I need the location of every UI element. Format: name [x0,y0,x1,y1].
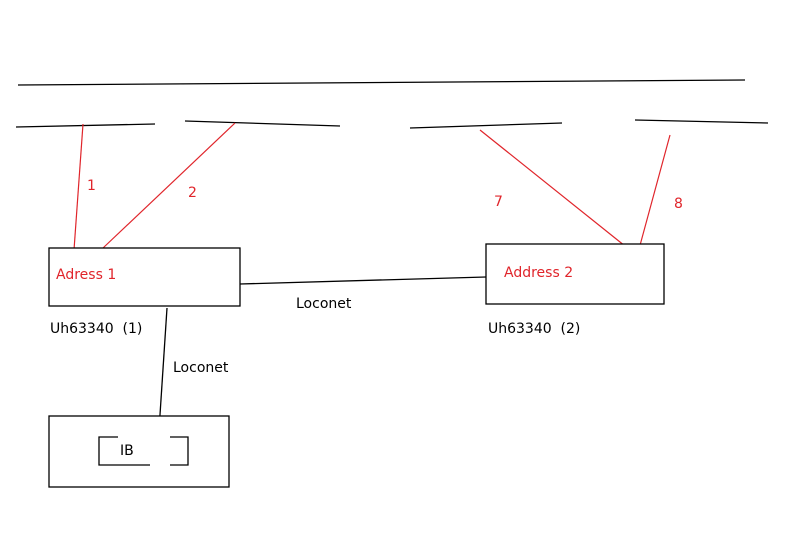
ib-label: IB [120,443,134,459]
ib-outer-box [48,415,230,488]
ib-inner-bracket [170,436,189,466]
module-1-box [48,247,241,307]
module-1-caption: Uh63340 (1) [50,321,142,337]
address-1-label: Adress 1 [56,267,116,283]
module-2-box [485,243,665,305]
wire-2-label: 2 [188,185,197,201]
ib-inner-bracket-left [98,436,150,466]
wire-7-label: 7 [494,194,503,210]
main-track-line [17,79,746,86]
track-segment-1 [15,123,156,128]
wire-1 [73,123,84,251]
loconet-ib-line [158,307,168,431]
track-segment-2 [184,120,341,127]
wire-7 [479,129,626,247]
wire-8 [638,134,671,250]
loconet-link-line [239,276,487,285]
track-segment-4 [634,119,769,124]
loconet-link-label: Loconet [296,296,352,312]
wire-1-label: 1 [87,178,96,194]
module-2-caption: Uh63340 (2) [488,321,580,337]
wire-8-label: 8 [674,196,683,212]
track-segment-3 [409,122,563,129]
address-2-label: Address 2 [504,265,573,281]
loconet-ib-label: Loconet [173,360,229,376]
wire-2 [102,122,236,249]
